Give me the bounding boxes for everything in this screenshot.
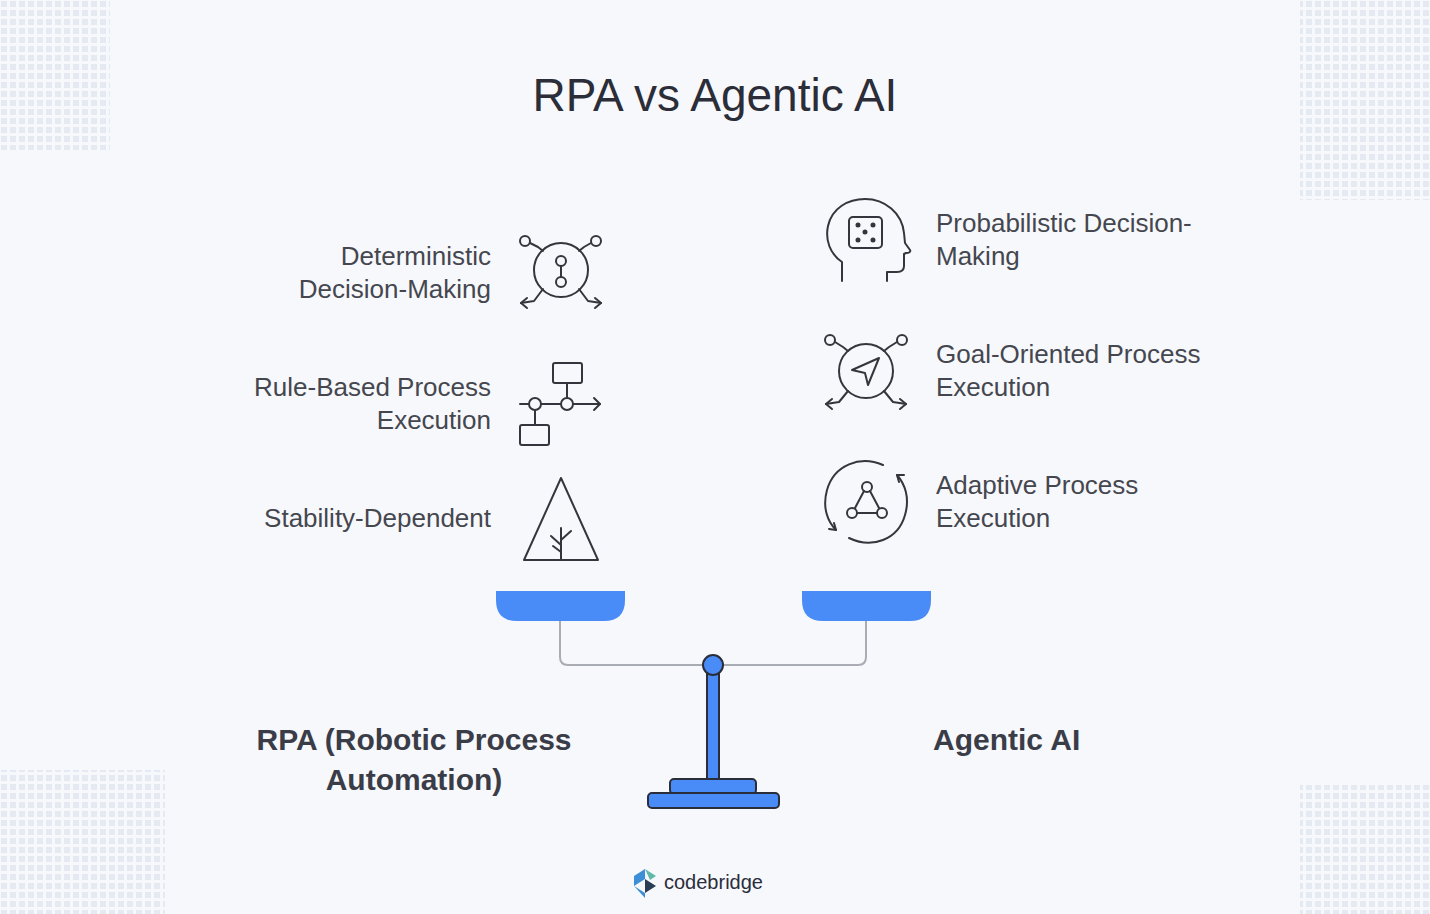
balance-scale bbox=[496, 591, 931, 808]
feature-label: Rule-Based Process Execution bbox=[216, 371, 491, 437]
feature-label: Goal-Oriented Process Execution bbox=[936, 338, 1241, 404]
flowchart-icon bbox=[520, 363, 600, 445]
side-heading: RPA (Robotic Process Automation) bbox=[244, 720, 584, 800]
feature-label: Probabilistic Decision-Making bbox=[936, 207, 1236, 273]
head-dice-icon bbox=[827, 199, 910, 281]
side-heading: Agentic AI bbox=[933, 720, 1233, 760]
brand-name: codebridge bbox=[664, 870, 824, 894]
brand-logo bbox=[634, 869, 656, 898]
feature-label: Stability-Dependent bbox=[171, 502, 491, 535]
tree-icon bbox=[524, 478, 598, 560]
goal-icon bbox=[825, 335, 907, 409]
diagram-title: RPA vs Agentic AI bbox=[315, 68, 1115, 122]
deterministic-icon bbox=[520, 236, 601, 308]
feature-label: Deterministic Decision-Making bbox=[241, 240, 491, 306]
feature-label: Adaptive Process Execution bbox=[936, 469, 1236, 535]
adaptive-icon bbox=[825, 461, 907, 542]
